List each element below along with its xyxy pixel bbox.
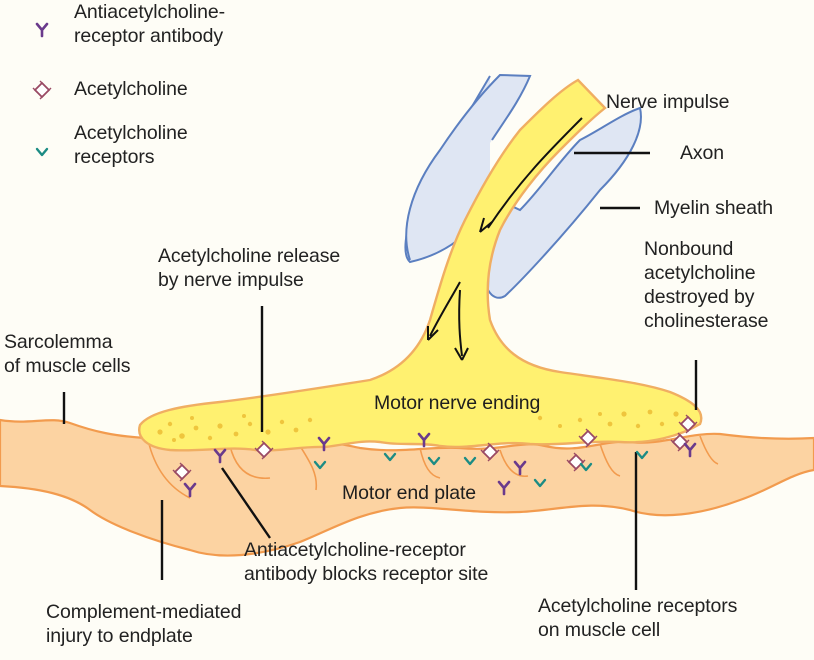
sarcolemma-label: Sarcolemma of muscle cells bbox=[4, 330, 130, 378]
motor-end-plate-label: Motor end plate bbox=[342, 481, 476, 505]
legend-receptors-label: Acetylcholine receptors bbox=[74, 121, 188, 169]
ach-receptors-muscle-label: Acetylcholine receptors on muscle cell bbox=[538, 594, 737, 642]
nerve-impulse-label: Nerve impulse bbox=[606, 90, 729, 114]
legend-antibody-label: Antiacetylcholine- receptor antibody bbox=[74, 0, 225, 48]
antibody-blocks-label: Antiacetylcholine-receptor antibody bloc… bbox=[244, 538, 488, 586]
legend-acetylcholine-icon bbox=[33, 81, 51, 99]
ach-release-label: Acetylcholine release by nerve impulse bbox=[158, 244, 340, 292]
axon-label: Axon bbox=[680, 141, 724, 165]
legend-acetylcholine-label: Acetylcholine bbox=[74, 77, 188, 101]
myelin-sheath-label: Myelin sheath bbox=[654, 196, 773, 220]
legend-antibody-icon bbox=[37, 24, 47, 36]
legend-receptor-icon bbox=[37, 149, 47, 155]
motor-nerve-ending-label: Motor nerve ending bbox=[374, 391, 540, 415]
nonbound-ach-label: Nonbound acetylcholine destroyed by chol… bbox=[644, 237, 768, 333]
complement-injury-label: Complement-mediated injury to endplate bbox=[46, 600, 241, 648]
